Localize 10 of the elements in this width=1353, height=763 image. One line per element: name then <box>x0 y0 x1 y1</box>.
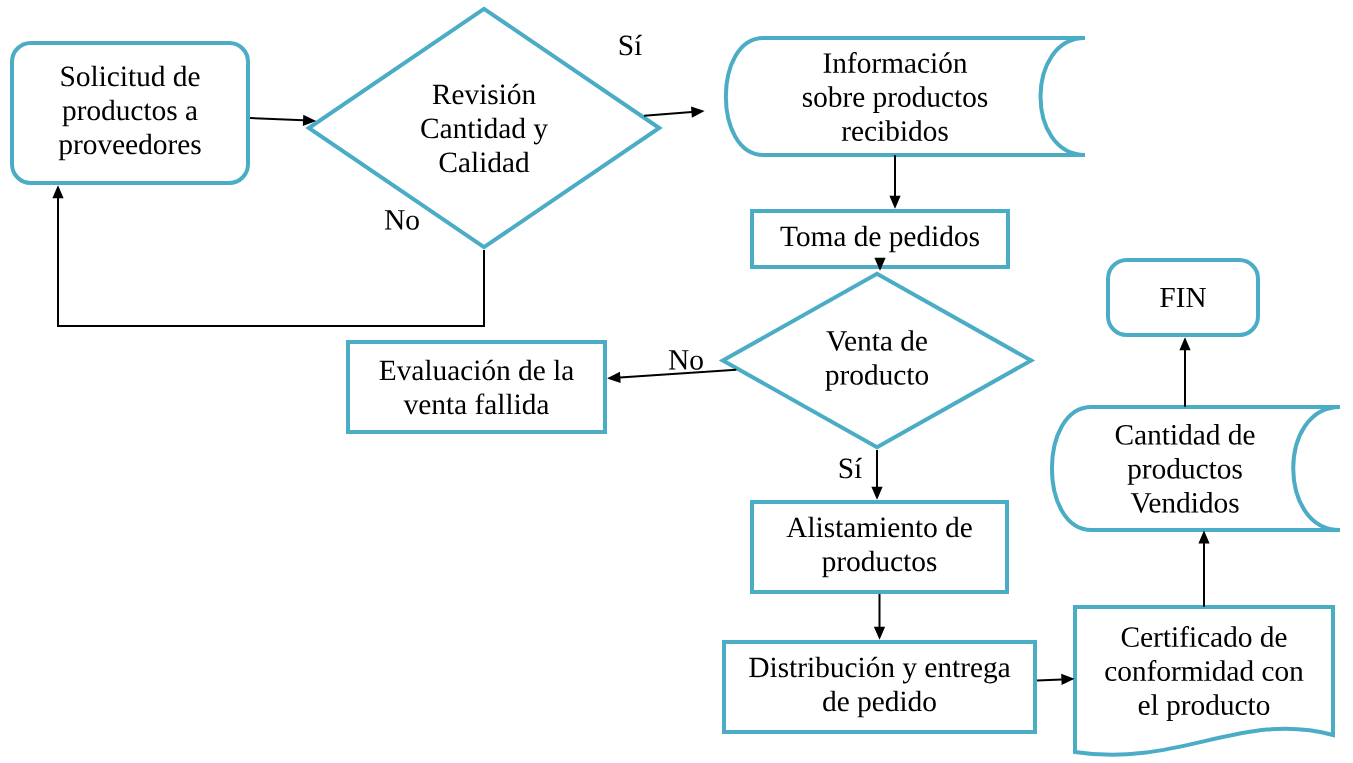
process-box: Evaluación de la venta fallida <box>346 340 607 434</box>
rounded-box: Solicitud de productos a proveedores <box>10 41 250 185</box>
rounded-box: FIN <box>1106 258 1260 337</box>
edge-label: No <box>666 348 706 372</box>
edge-label: Sí <box>836 456 864 480</box>
process-box: Alistamiento de productos <box>750 500 1009 594</box>
edge-label: Sí <box>616 33 644 57</box>
edge-label: No <box>382 208 422 232</box>
process-box: Distribución y entrega de pedido <box>722 640 1037 734</box>
process-box: Toma de pedidos <box>750 209 1010 269</box>
